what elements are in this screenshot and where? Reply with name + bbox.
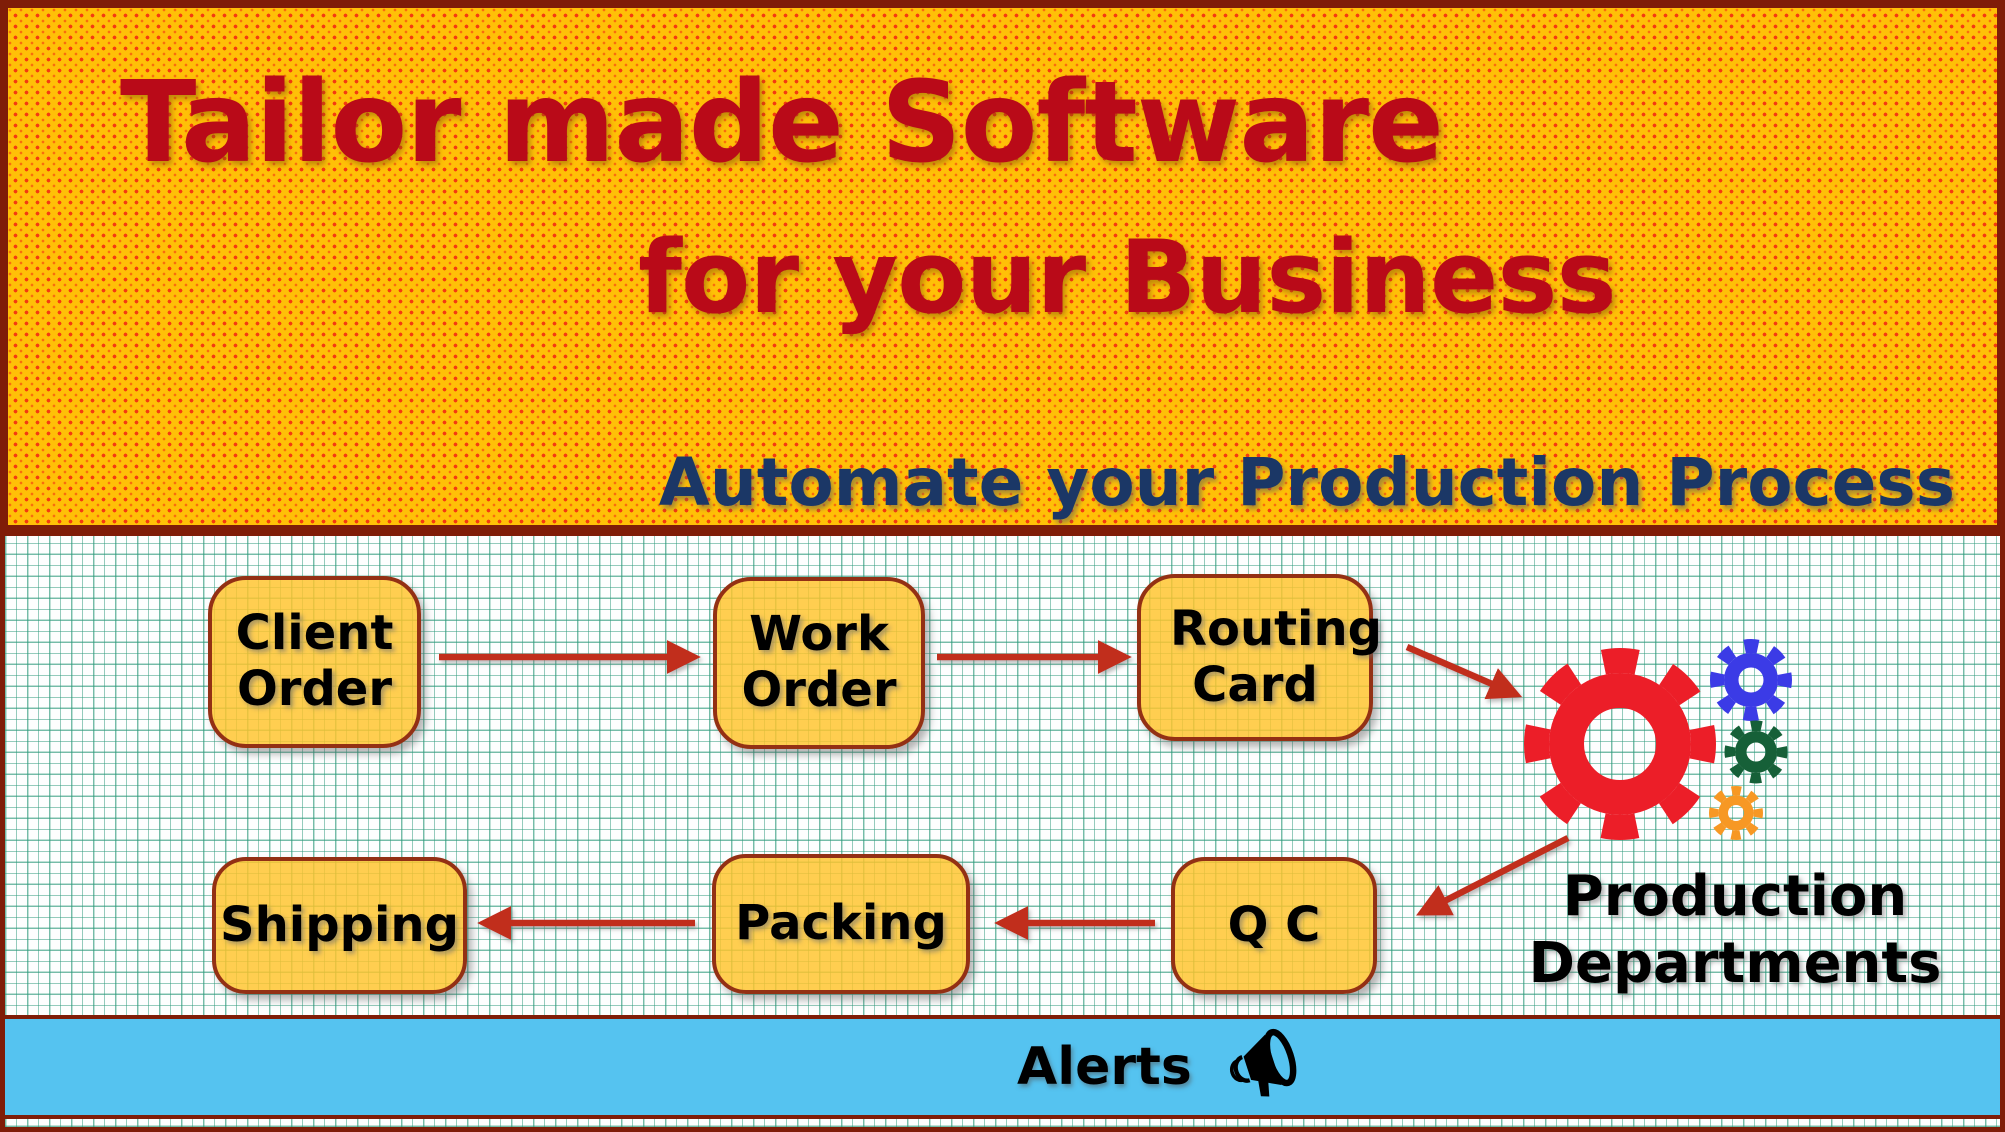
production-line2: Departments (1528, 931, 1942, 997)
box-label: Shipping (220, 896, 459, 953)
gears-cluster (1524, 639, 1792, 840)
box-label: Routing Card (1170, 600, 1383, 713)
flow-box-routing-card: Routing Card (1137, 574, 1383, 741)
alerts-group: Alerts (1017, 1019, 1308, 1115)
title-line2: for your Business (638, 218, 1617, 336)
banner-subtitle: Automate your Production Process (658, 444, 1955, 521)
alerts-label: Alerts (1017, 1037, 1192, 1097)
box-label: Work Order (741, 606, 897, 718)
title-line1: Tailor made Software (120, 58, 1444, 188)
box-label: Q C (1227, 896, 1321, 953)
gear-red-icon (1524, 648, 1716, 840)
flow-box-client-order: Client Order (208, 576, 421, 748)
banner: Tailor made Software for your Business A… (0, 0, 2005, 533)
megaphone-icon (1229, 1028, 1297, 1097)
gear-orange-icon (1709, 786, 1763, 840)
production-line1: Production (1562, 864, 1908, 929)
box-label: Packing (735, 895, 947, 952)
gear-green-icon (1724, 720, 1788, 784)
alerts-bar: Alerts (5, 1015, 2000, 1119)
flow-panel: Client Order Work Order Routing Card Shi… (0, 533, 2005, 1132)
flow-box-qc: Q C (1171, 857, 1377, 994)
gear-blue-icon (1710, 639, 1792, 721)
flow-box-work-order: Work Order (713, 577, 925, 749)
flow-box-shipping: Shipping (212, 857, 467, 994)
flow-graphics (439, 639, 1792, 940)
box-label: Client Order (235, 605, 394, 717)
flow-box-packing: Packing (712, 854, 970, 994)
flow-arrows (439, 640, 1570, 940)
arrow-routing-to-gears (1405, 644, 1523, 700)
arrow-gears-to-qc (1416, 835, 1570, 916)
production-departments-label: Production Departments (1525, 863, 1945, 997)
